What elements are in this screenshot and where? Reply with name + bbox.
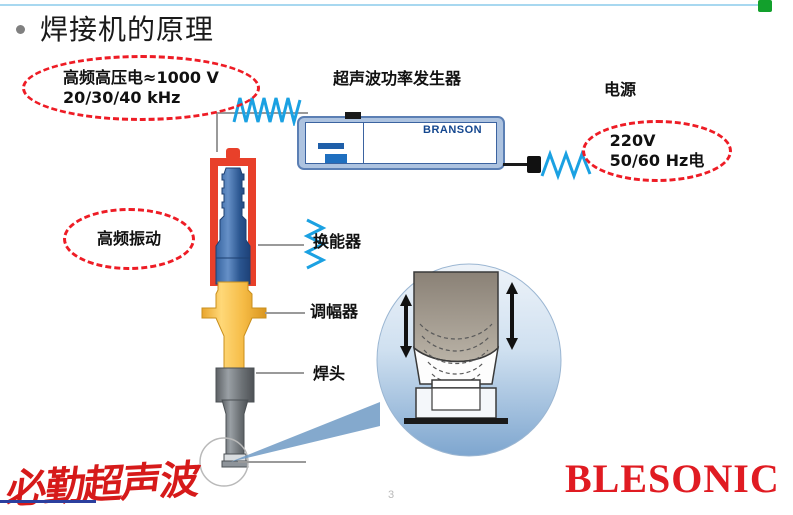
leader-line-tip [238,461,306,463]
generator-display-block [325,154,347,163]
top-rule [0,4,760,6]
plug-icon [527,156,541,173]
label-horn: 焊头 [313,364,346,383]
generator-brand-label: BRANSON [423,124,483,136]
page-number: 3 [388,489,395,501]
generator-indicator-bar [318,143,344,149]
bullet-dot-icon [16,25,25,34]
wave-transducer-icon [303,218,327,270]
cable-horizontal [216,112,308,114]
cable-vertical [216,112,218,152]
label-generator: 超声波功率发生器 [333,69,462,88]
power-cord [503,163,533,166]
generator-top-tab [345,112,361,119]
label-transducer: 换能器 [313,232,362,251]
bottom-blue-accent [0,500,96,503]
page-title: 焊接机的原理 [40,13,215,46]
label-booster: 调幅器 [310,302,359,321]
ultrasonic-stack-diagram [201,148,267,468]
callout-vibration-text: 高频振动 [96,229,161,248]
leader-line-transducer [258,244,304,246]
blesonic-wordmark: BLESONIC [565,456,780,501]
callout-high-frequency-vibration: 高频振动 [63,208,195,270]
chinese-brand-logo: 必勤超声波 [3,456,202,513]
callout-mains-supply: 220V 50/60 Hz电 [582,120,732,182]
green-marker-icon [758,0,772,12]
callout-high-voltage: 高频高压电≈1000 V 20/30/40 kHz [22,55,260,121]
leader-line-horn [256,372,304,374]
wave-left-icon [232,97,302,126]
callout-mains-text: 220V 50/60 Hz电 [609,131,705,170]
label-power-source: 电源 [604,80,637,99]
generator-panel-divider [363,122,364,164]
weld-zone-magnifier [376,263,562,457]
leader-line-booster [265,312,305,314]
magnifier-connector [230,402,380,462]
callout-high-voltage-text: 高频高压电≈1000 V 20/30/40 kHz [63,68,219,107]
